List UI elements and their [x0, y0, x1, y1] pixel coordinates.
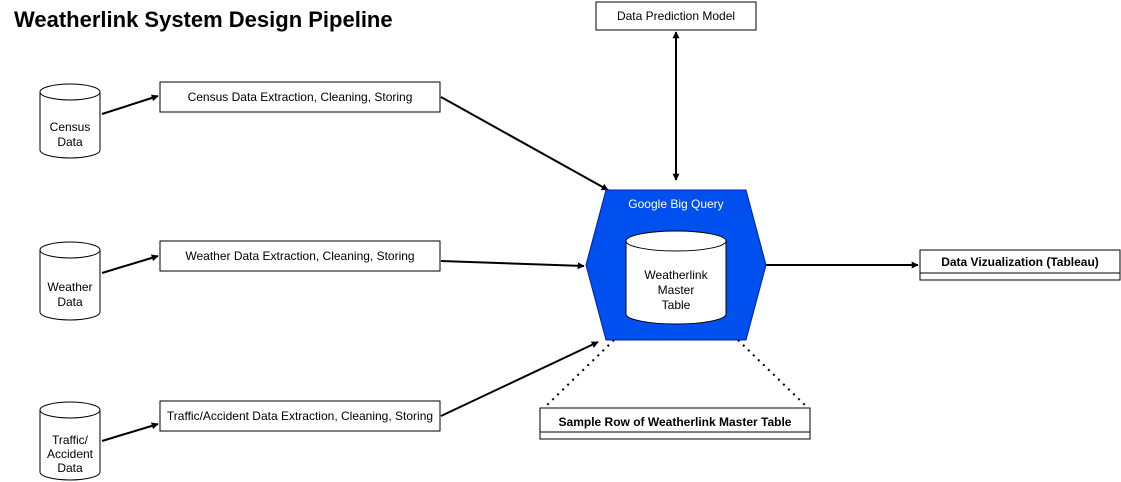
traffic-data-cylinder: Traffic/ Accident Data [39, 401, 101, 481]
weather-process-label: Weather Data Extraction, Cleaning, Stori… [185, 249, 414, 263]
census-data-label-line1: Census [50, 120, 91, 134]
census-process-label: Census Data Extraction, Cleaning, Storin… [188, 90, 413, 104]
traffic-process-box: Traffic/Accident Data Extraction, Cleani… [159, 400, 441, 432]
census-data-cylinder: Census Data [39, 83, 101, 159]
prediction-model-box: Data Prediction Model [595, 1, 757, 31]
visualization-table: Data Vizualization (Tableau) [919, 249, 1121, 281]
master-table-cylinder: Weatherlink Master Table [625, 230, 727, 325]
master-table-label-line2: Master [658, 283, 695, 297]
edge-weather-source-to-process [101, 254, 159, 274]
traffic-data-label-line2: Accident [47, 447, 94, 461]
edge-census-source-to-process [101, 94, 159, 115]
traffic-data-label-line3: Data [57, 461, 83, 475]
edge-traffic-source-to-process [101, 422, 159, 442]
google-big-query-node: Google Big Query Weatherlink Master Tabl… [585, 189, 767, 341]
master-table-label-line1: Weatherlink [644, 268, 708, 282]
census-process-box: Census Data Extraction, Cleaning, Storin… [159, 81, 441, 113]
callout-line-right [737, 339, 809, 409]
edge-weather-process-to-bigquery [440, 260, 585, 270]
weather-process-box: Weather Data Extraction, Cleaning, Stori… [159, 240, 441, 272]
weather-data-label-line2: Data [57, 295, 83, 309]
weather-data-cylinder: Weather Data [39, 241, 101, 321]
sample-row-label: Sample Row of Weatherlink Master Table [559, 415, 792, 429]
traffic-process-label: Traffic/Accident Data Extraction, Cleani… [167, 409, 433, 423]
bigquery-label: Google Big Query [628, 197, 723, 211]
edge-traffic-process-to-bigquery [440, 341, 599, 417]
sample-row-table: Sample Row of Weatherlink Master Table [539, 407, 811, 440]
diagram-title: Weatherlink System Design Pipeline [14, 7, 393, 32]
prediction-model-label: Data Prediction Model [617, 9, 735, 23]
edge-census-process-to-bigquery [440, 96, 609, 191]
master-table-label-line3: Table [662, 298, 691, 312]
weather-data-label-line1: Weather [47, 280, 92, 294]
census-data-label-line2: Data [57, 135, 83, 149]
visualization-label: Data Vizualization (Tableau) [941, 255, 1099, 269]
traffic-data-label-line1: Traffic/ [52, 433, 89, 447]
